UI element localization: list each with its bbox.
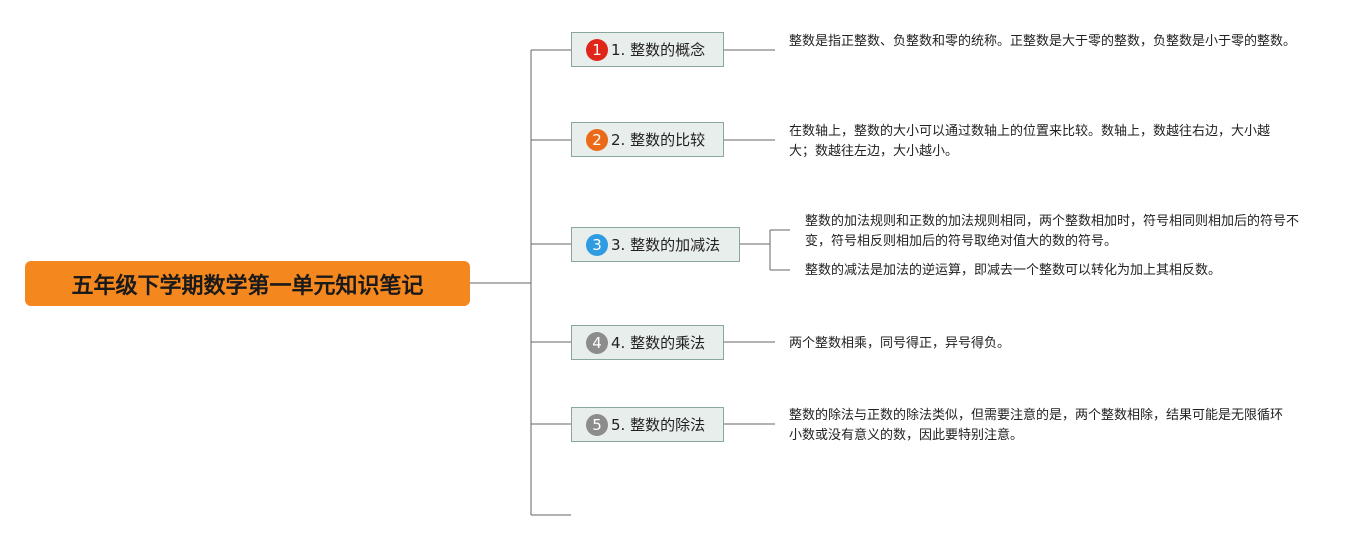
topic-2[interactable]: 2 2. 整数的比较 [571, 122, 724, 157]
topic-5[interactable]: 5 5. 整数的除法 [571, 407, 724, 442]
topic-3[interactable]: 3 3. 整数的加减法 [571, 227, 740, 262]
topic-4[interactable]: 4 4. 整数的乘法 [571, 325, 724, 360]
topic-1[interactable]: 1 1. 整数的概念 [571, 32, 724, 67]
priority-4-icon: 4 [586, 331, 608, 354]
priority-5-icon: 5 [586, 413, 608, 436]
note-1[interactable]: 整数是指正整数、负整数和零的统称。正整数是大于零的整数，负整数是小于零的整数。 [789, 34, 1297, 49]
topic-5-label: 5. 整数的除法 [611, 416, 706, 434]
topic-2-label: 2. 整数的比较 [611, 131, 706, 149]
topic-1-label: 1. 整数的概念 [611, 41, 706, 59]
priority-1-icon: 1 [586, 38, 608, 61]
note-3a[interactable]: 整数的加法规则和正数的加法规则相同，两个整数相加时，符号相同则相加后的符号不变，… [805, 214, 1300, 249]
topic-4-label: 4. 整数的乘法 [611, 334, 706, 352]
note-2[interactable]: 在数轴上，整数的大小可以通过数轴上的位置来比较。数轴上，数越往右边，大小越大；数… [789, 124, 1271, 159]
note-3b[interactable]: 整数的减法是加法的逆运算，即减去一个整数可以转化为加上其相反数。 [805, 263, 1222, 278]
note-4[interactable]: 两个整数相乘，同号得正，异号得负。 [789, 336, 1011, 351]
priority-3-icon: 3 [586, 233, 608, 256]
priority-2-icon: 2 [586, 128, 608, 151]
root-topic[interactable]: 五年级下学期数学第一单元知识笔记 [25, 261, 470, 306]
topic-3-label: 3. 整数的加减法 [611, 236, 721, 254]
note-5[interactable]: 整数的除法与正数的除法类似，但需要注意的是，两个整数相除，结果可能是无限循环小数… [789, 408, 1284, 443]
